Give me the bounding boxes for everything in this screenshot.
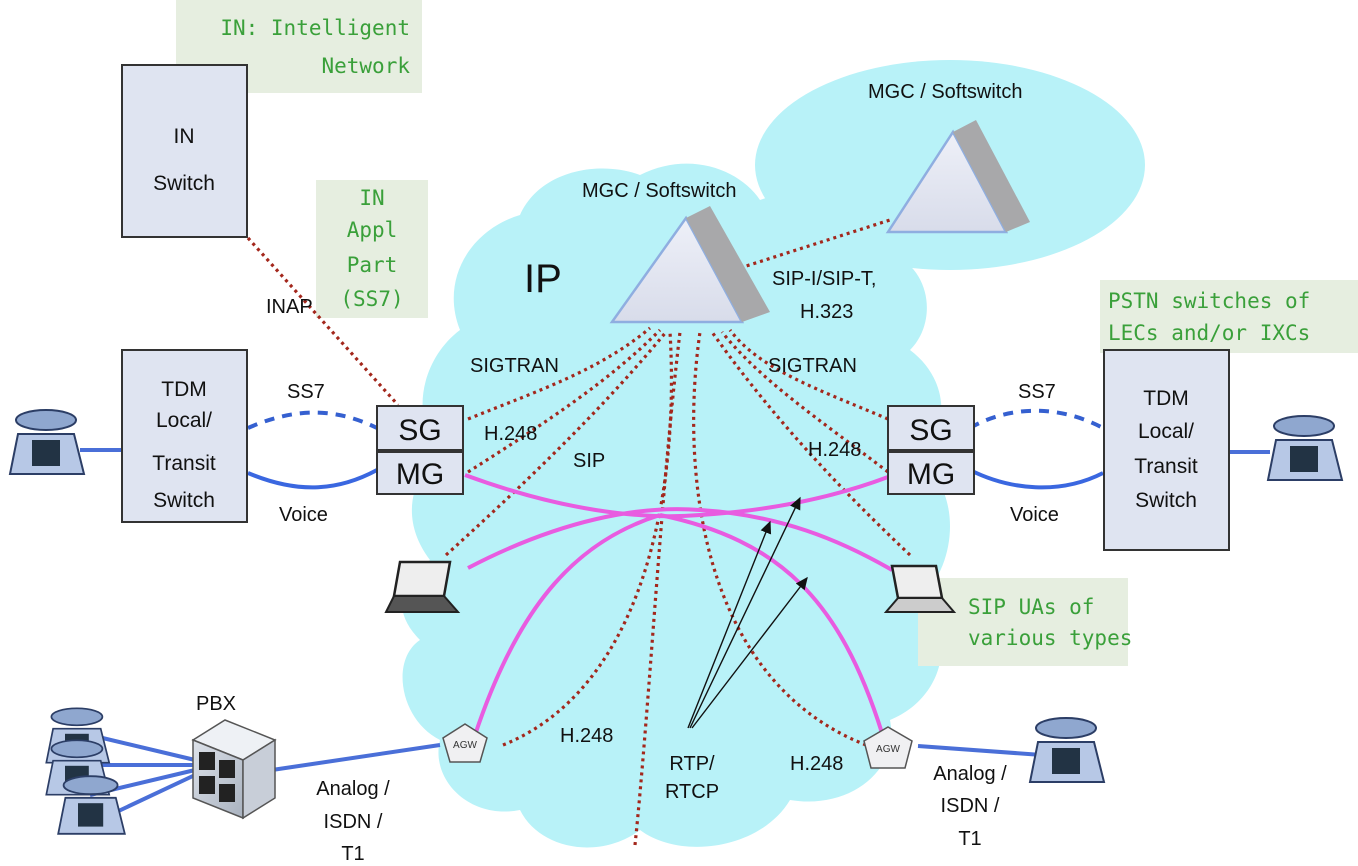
analog-left-label-line1: Analog / (316, 778, 390, 800)
ss7-links (247, 408, 1104, 430)
sip-label: SIP (573, 450, 605, 472)
svg-text:IN: IN (174, 125, 195, 148)
laptop-icon (384, 560, 461, 613)
h248-bottom-left-label: H.248 (560, 725, 613, 747)
svg-text:various types: various types (968, 626, 1132, 650)
svg-text:SIP UAs of: SIP UAs of (968, 595, 1094, 619)
telephone-icon (8, 409, 86, 475)
ip-cloud (401, 60, 1145, 848)
voice-left-label: Voice (279, 504, 328, 526)
pbx-label: PBX (196, 693, 236, 715)
inap-label: INAP (266, 296, 313, 318)
in-switch: IN Switch (121, 64, 248, 238)
agw-icon: AGW (442, 723, 488, 763)
sigtran-right-label: SIGTRAN (768, 355, 857, 377)
note-pstn-switches: PSTN switches of LECs and/or IXCs (1100, 280, 1358, 353)
softswitch-icon (885, 120, 1030, 234)
sip-i-label-line1: SIP-I/SIP-T, (772, 268, 876, 290)
telephone-icon (1266, 415, 1344, 481)
tdm-switch-left: TDM Local/ Transit Switch (121, 349, 248, 523)
voice-links (247, 468, 1104, 490)
svg-text:IN: IN (359, 186, 384, 210)
analog-left-label-line3: T1 (341, 843, 364, 865)
sg-label-left: SG (398, 414, 441, 447)
ss7-left-label: SS7 (287, 381, 325, 403)
analog-right-label-line1: Analog / (933, 763, 1007, 785)
svg-text:Network: Network (321, 54, 410, 78)
note-in-appl-part: IN Appl Part (SS7) (316, 180, 428, 318)
h248-bottom-right-label: H.248 (790, 753, 843, 775)
h248-right-top-label: H.248 (808, 439, 861, 461)
sg-label-right: SG (909, 414, 952, 447)
mgc-right-label: MGC / Softswitch (868, 81, 1022, 103)
svg-text:Switch: Switch (1135, 489, 1197, 512)
telephone-icon (1028, 717, 1106, 783)
pbx-icon (191, 719, 277, 820)
svg-text:Part: Part (347, 253, 398, 277)
h248-left-top-label: H.248 (484, 423, 537, 445)
svg-text:Switch: Switch (153, 489, 215, 512)
ss7-right-label: SS7 (1018, 381, 1056, 403)
analog-left-label-line2: ISDN / (324, 811, 383, 833)
ip-cloud-label: IP (524, 257, 562, 301)
rtp-label-line2: RTCP (665, 781, 719, 803)
svg-text:LECs and/or IXCs: LECs and/or IXCs (1108, 321, 1310, 345)
mg-label-left: MG (396, 458, 444, 491)
tdm-switch-right: TDM Local/ Transit Switch (1103, 349, 1230, 551)
rtp-arrows (687, 496, 808, 729)
analog-right-label-line2: ISDN / (941, 795, 1000, 817)
svg-text:TDM: TDM (1143, 387, 1189, 410)
mgc-center-label: MGC / Softswitch (582, 180, 736, 202)
svg-text:PSTN switches of: PSTN switches of (1108, 289, 1310, 313)
svg-text:AGW: AGW (453, 740, 477, 751)
svg-text:Transit: Transit (1134, 455, 1198, 478)
agw-icon: AGW (863, 726, 913, 769)
svg-text:(SS7): (SS7) (340, 287, 403, 311)
sg-mg-left: SG MG (376, 405, 464, 495)
sip-i-label-line2: H.323 (800, 301, 853, 323)
svg-text:Switch: Switch (153, 172, 215, 195)
svg-text:Local/: Local/ (1138, 420, 1194, 443)
svg-text:AGW: AGW (876, 744, 900, 755)
svg-text:Appl: Appl (347, 218, 398, 242)
telephone-icon (57, 775, 126, 835)
sigtran-left-label: SIGTRAN (470, 355, 559, 377)
svg-text:TDM: TDM (161, 378, 207, 401)
svg-text:Local/: Local/ (156, 409, 212, 432)
softswitch-icon (609, 206, 770, 324)
analog-right-label-line3: T1 (958, 828, 981, 850)
signaling-links (246, 218, 912, 846)
rtp-label-line1: RTP/ (669, 753, 715, 775)
svg-text:IN: Intelligent: IN: Intelligent (220, 16, 410, 40)
voice-right-label: Voice (1010, 504, 1059, 526)
laptop-icon (883, 564, 957, 613)
mg-label-right: MG (907, 458, 955, 491)
sg-mg-right: SG MG (887, 405, 975, 495)
svg-text:Transit: Transit (152, 452, 216, 475)
note-sip-uas: SIP UAs of various types (918, 578, 1132, 666)
